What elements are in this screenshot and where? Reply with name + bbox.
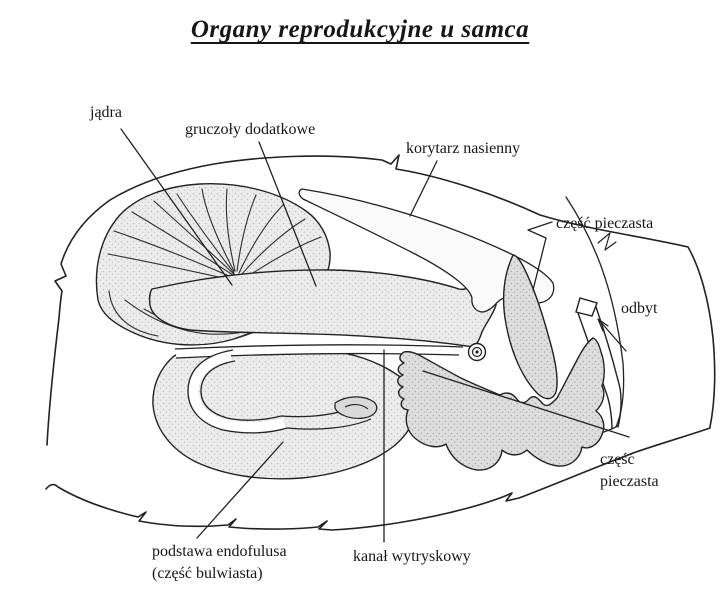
duct-tube-bottom-line	[175, 352, 460, 359]
testis-fold-lines	[108, 290, 313, 339]
duct-tube-white	[175, 344, 463, 358]
label-kanal-wytryskowy: kanał wytryskowy	[353, 548, 471, 565]
body-outline-bottom	[45, 427, 711, 531]
accessory-glands-band	[148, 269, 498, 348]
phallus-mass-shape	[397, 337, 605, 471]
body-outline-left-top-right	[46, 154, 716, 446]
label-gruczoly-dodatkowe: gruczoły dodatkowe	[185, 121, 316, 138]
rectum-tube-outer-line	[577, 312, 613, 430]
body-segment-line	[565, 196, 625, 428]
label-podstawa-endofulusa-line2: (część bulwiasta)	[152, 565, 263, 582]
label-jadra: jądra	[90, 104, 122, 121]
duct-inner-hook-dash	[344, 404, 369, 410]
hairpin-white	[188, 351, 286, 432]
seminal-corridor-band	[298, 188, 555, 313]
duct-hairpin-loop	[187, 349, 378, 434]
duct-circle-dot	[475, 350, 479, 354]
sickle-part-shape	[502, 254, 558, 400]
label-czesc-pieczasta-bottom-line2: pieczasta	[600, 473, 659, 490]
duct-tube-top-line	[174, 344, 464, 350]
label-czesc-pieczasta-top: część pieczasta	[556, 215, 654, 232]
ejaculatory-duct-tube	[174, 344, 464, 359]
leader-line-gruczoly-dodatkowe	[258, 141, 317, 287]
label-czesc-pieczasta-bottom-line1: część	[600, 451, 635, 468]
leader-line-podstawa-endofulusa	[196, 441, 284, 539]
rectum-tube-cap	[575, 297, 598, 317]
leader-lines	[120, 128, 630, 543]
label-korytarz-nasienny: korytarz nasienny	[406, 140, 521, 157]
duct-circle-ring	[471, 346, 483, 358]
hairpin-outer-line	[187, 349, 288, 434]
testis-follicle-lines	[107, 188, 322, 282]
leader-line-jadra	[120, 128, 233, 286]
figure-title: Organy reprodukcyjne u samca	[190, 16, 530, 43]
leader-line-czesc-pieczasta-bottom	[422, 370, 630, 438]
leader-line-czesc-pieczasta-top	[527, 221, 553, 291]
duct-opening-circle	[467, 342, 487, 362]
body-segment-zigzag	[597, 232, 617, 251]
rectum-tube-shape	[575, 297, 622, 434]
label-podstawa-endofulusa-line1: podstawa endofulusa	[152, 543, 287, 560]
leader-line-korytarz-nasienny	[409, 160, 438, 217]
leader-arrow-odbyt	[597, 318, 627, 352]
endophallus-bulb-shape	[152, 347, 417, 480]
body-outline	[45, 154, 716, 531]
label-czesc-pieczasta-bottom: część pieczasta	[600, 449, 659, 493]
label-podstawa-endofulusa: podstawa endofulusa (część bulwiasta)	[152, 541, 287, 585]
hairpin-inner-line	[200, 360, 282, 421]
rectum-tube-inner-line	[595, 306, 622, 428]
label-odbyt: odbyt	[621, 300, 658, 317]
duct-inner-hook	[334, 396, 378, 419]
